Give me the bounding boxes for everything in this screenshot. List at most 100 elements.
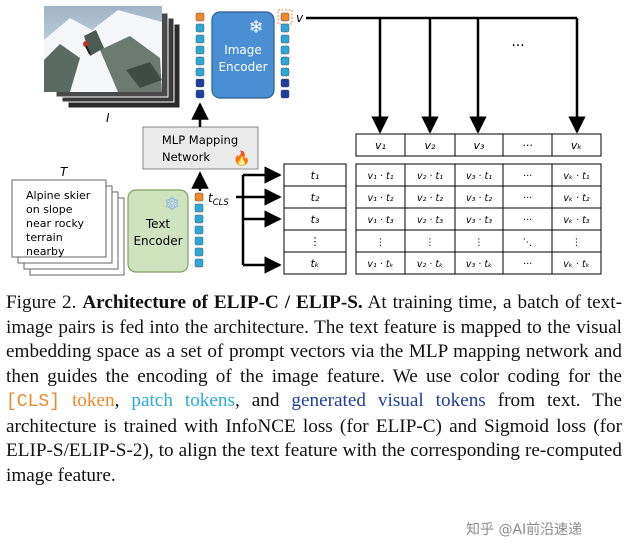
caption-text-1: At training time, a batch of text-image … <box>6 292 622 387</box>
text-token <box>194 203 204 213</box>
image-encoder-block: ❄ Image Encoder <box>211 11 275 99</box>
caption-text-2: , <box>114 390 120 411</box>
text-encoder-block: ❄ Text Encoder <box>127 189 189 273</box>
generated-token <box>280 78 290 88</box>
matrix-value: ··· <box>523 215 532 226</box>
patch-token <box>195 45 205 55</box>
patch-token <box>280 34 290 44</box>
column-header-label: v₁ <box>375 139 386 152</box>
skier-photo <box>44 6 162 92</box>
cls-token-word: token <box>71 390 115 411</box>
text-line: near rocky <box>26 217 85 230</box>
mlp-label-2: Network <box>162 150 210 164</box>
matrix-value: v₁ · tₖ <box>367 259 393 270</box>
patch-token <box>195 23 205 33</box>
matrix-value: v₃ · t₂ <box>466 193 492 204</box>
text-set-label: T <box>60 165 69 179</box>
matrix-value: v₁ · t₁ <box>367 171 393 182</box>
generated-token <box>280 89 290 99</box>
matrix-value: v₂ · tₖ <box>417 259 443 270</box>
matrix-value: ⋮ <box>425 237 435 248</box>
cls-token <box>195 12 205 22</box>
patch-token <box>195 34 205 44</box>
matrix-value: v₃ · t₁ <box>466 171 492 182</box>
column-header-row: v₁ v₂ v₃ ··· vₖ <box>355 133 602 157</box>
matrix-value: vₖ · t₁ <box>563 171 589 182</box>
t-broadcast-arrows <box>236 166 282 274</box>
matrix-cell <box>551 251 602 275</box>
figure-title: Architecture of ELIP-C / ELIP-S. <box>82 292 363 313</box>
column-header-label: v₂ <box>425 139 437 152</box>
text-line: Alpine skier <box>26 189 91 202</box>
v-label: v <box>296 11 304 25</box>
matrix-value: v₁ · t₂ <box>367 193 393 204</box>
text-token <box>194 214 204 224</box>
patch-token <box>280 56 290 66</box>
matrix-value: ··· <box>523 171 532 182</box>
similarity-matrix: v₁ · t₁ v₂ · t₁ v₃ · t₁ ··· vₖ · t₁ v₁ · t₂ v₂… <box>355 163 602 275</box>
matrix-value: v₃ · tₖ <box>466 259 492 270</box>
figure-number: Figure 2. <box>6 292 77 313</box>
patch-tokens-text: patch tokens <box>131 390 235 411</box>
snowflake-icon: ❄ <box>164 194 179 215</box>
text-token <box>194 225 204 235</box>
image-encoder-label-2: Encoder <box>218 60 267 74</box>
matrix-value: v₃ · t₃ <box>466 215 492 226</box>
patch-token <box>280 23 290 33</box>
top-ellipsis: ... <box>511 34 524 50</box>
image-output-tokens <box>277 9 293 99</box>
matrix-value: ⋮ <box>572 237 582 248</box>
text-token <box>194 236 204 246</box>
row-header-label: ⋮ <box>310 235 321 248</box>
patch-token <box>280 67 290 77</box>
column-header-label: vₖ <box>571 139 583 152</box>
row-header-column: t₁ t₂ t₃ ⋮ tₖ <box>283 163 347 275</box>
snowflake-icon: ❄ <box>248 17 263 38</box>
architecture-diagram: I ❄ Image Encoder v ... <box>11 6 602 276</box>
cls-token-text: [CLS] <box>6 392 61 412</box>
matrix-value: v₂ · t₃ <box>417 215 443 226</box>
row-header-label: t₂ <box>311 191 320 204</box>
matrix-value: ··· <box>523 193 532 204</box>
image-label: I <box>106 111 110 125</box>
text-token <box>194 258 204 268</box>
text-encoder-label-1: Text <box>145 217 171 231</box>
matrix-value: v₂ · t₂ <box>417 193 443 204</box>
generated-tokens-text: generated visual tokens <box>291 390 486 411</box>
text-sample-stack: Alpine skier on slope near rocky terrain… <box>11 179 125 276</box>
matrix-value: vₖ · t₂ <box>563 193 589 204</box>
column-header-cell <box>551 133 602 157</box>
tcls-label: tCLS <box>208 191 229 208</box>
text-token <box>194 247 204 257</box>
matrix-value: ⋮ <box>376 237 386 248</box>
caption-text-4: from text. The architecture is trained w… <box>6 390 622 486</box>
row-header-label: t₃ <box>311 213 320 226</box>
fire-icon: 🔥 <box>233 150 250 167</box>
caption-text-3: , and <box>234 390 280 411</box>
column-header-label: ··· <box>522 139 533 152</box>
row-header-cell <box>283 251 347 275</box>
row-header-label: t₁ <box>311 169 320 182</box>
row-header-label: tₖ <box>311 257 320 270</box>
matrix-value: vₖ · tₖ <box>563 259 590 270</box>
v-broadcast-arrows <box>306 16 586 134</box>
figure-caption: Figure 2. Architecture of ELIP-C / ELIP-… <box>6 291 622 488</box>
text-output-tokens <box>194 192 204 268</box>
input-image-stack <box>44 6 181 109</box>
matrix-value: v₂ · t₁ <box>417 171 443 182</box>
generated-token <box>195 78 205 88</box>
cls-token <box>280 12 290 22</box>
image-encoder-label-1: Image <box>224 43 262 57</box>
matrix-value: v₁ · t₃ <box>367 215 393 226</box>
column-header-label: v₃ <box>474 139 486 152</box>
text-line: nearby <box>26 245 65 258</box>
matrix-value: ··· <box>523 259 532 270</box>
image-input-tokens <box>195 12 205 99</box>
text-encoder-label-2: Encoder <box>133 234 182 248</box>
text-line: on slope <box>26 203 73 216</box>
text-line: terrain <box>26 231 63 244</box>
generated-token <box>195 89 205 99</box>
patch-token <box>195 67 205 77</box>
mlp-label-1: MLP Mapping <box>162 133 238 147</box>
cls-token <box>194 192 204 202</box>
